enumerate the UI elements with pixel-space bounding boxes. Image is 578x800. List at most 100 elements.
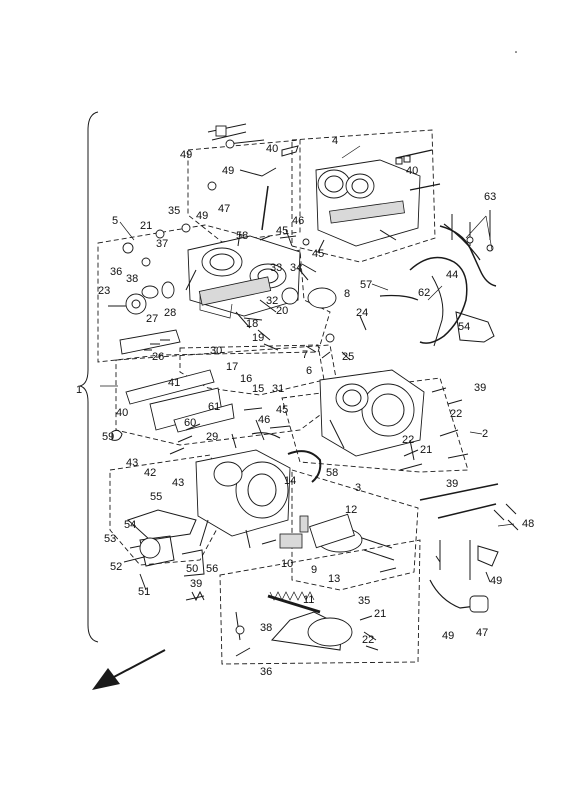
part-label: 61 [208,401,220,413]
part-label: 20 [276,305,288,317]
part-label: 21 [374,608,386,620]
part-label: 38 [126,273,138,285]
part-label: 30 [210,345,222,357]
part-label: 16 [240,373,252,385]
part-label: 21 [420,444,432,456]
part-label: 49 [442,630,454,642]
part-label: 50 [186,563,198,575]
carburetor-upper-left [185,231,337,319]
part-label: 14 [284,475,296,487]
part-label: 22 [362,634,374,646]
part-label: 57 [360,279,372,291]
part-label: 39 [446,478,458,490]
part-label: 36 [260,666,272,678]
part-label: 40 [266,143,278,155]
carburetor-upper-right [315,159,421,253]
part-label: 24 [356,307,368,319]
part-label: 12 [345,504,357,516]
part-label: 62 [418,287,430,299]
part-label: 18 [246,318,258,330]
part-label: 13 [328,573,340,585]
part-label: 51 [138,586,150,598]
part-label: 49 [180,149,192,161]
part-label: 43 [126,457,138,469]
part-label: 33 [270,262,282,274]
part-label: 31 [272,383,284,395]
part-label: 49 [490,575,502,587]
part-label: 46 [292,215,304,227]
part-label: 28 [164,307,176,319]
part-label: 48 [522,518,534,530]
part-label: 11 [303,594,314,606]
part-label: 58 [326,467,338,479]
part-label: 35 [358,595,370,607]
part-label: 22 [402,434,414,446]
part-label: 2 [482,428,488,440]
part-label: 34 [290,262,302,274]
part-label: 5 [112,215,118,227]
part-label: 38 [260,622,272,634]
part-label: 1 [76,384,82,396]
part-label: 27 [146,313,158,325]
part-label: 26 [152,351,164,363]
part-label: 32 [266,295,278,307]
part-label: 55 [150,491,162,503]
part-label: 3 [355,482,361,494]
screws-fittings [108,123,519,657]
part-label: 52 [110,561,122,573]
part-label: 6 [306,365,312,377]
part-label: 25 [342,351,354,363]
carburetor-lower-left [195,449,291,549]
part-label: 40 [406,165,418,177]
part-label: 15 [252,383,264,395]
part-label: 60 [184,417,196,429]
part-label: 47 [476,627,488,639]
part-label: 56 [206,563,218,575]
part-label: 46 [258,414,270,426]
assembly-bracket [79,111,99,643]
part-label: 41 [168,377,180,389]
part-label: 36 [110,266,122,278]
part-label: 43 [172,477,184,489]
linkage-plates [119,329,235,577]
part-label: 58 [236,230,248,242]
part-label: 45 [276,404,288,416]
part-label: 45 [276,225,288,237]
part-label: 8 [344,288,350,300]
hoses-cables [251,149,499,613]
part-label: 23 [98,285,110,297]
part-label: 42 [144,467,156,479]
part-label: 35 [168,205,180,217]
part-label: 47 [218,203,230,215]
part-label: 37 [156,238,168,250]
part-label: 40 [116,407,128,419]
part-labels: 1 2 3 4 5 6 7 8 9 10 11 12 13 14 15 16 1… [76,135,534,678]
internal-parts [267,513,395,651]
part-label: 21 [140,220,152,232]
part-label: 10 [281,558,293,570]
corner-dot [515,51,517,53]
part-label: 29 [206,431,218,443]
part-label: 54 [124,519,136,531]
part-label: 45 [312,248,324,260]
part-label: 53 [104,533,116,545]
part-label: 49 [222,165,234,177]
part-label: 22 [450,408,462,420]
part-label: 39 [190,578,202,590]
part-label: 4 [332,135,338,147]
carburetor-lower-right [319,369,425,461]
part-label: 59 [102,431,114,443]
part-label: 44 [446,269,458,281]
direction-arrow [92,649,166,690]
part-label: 9 [311,564,317,576]
part-label: 49 [196,210,208,222]
part-label: 63 [484,191,496,203]
part-label: 39 [474,382,486,394]
part-label: 7 [302,349,308,361]
part-label: 19 [252,332,264,344]
part-label: 54 [458,321,470,333]
group-outlines [97,129,469,665]
leader-lines [100,145,515,527]
part-label: 17 [226,361,238,373]
